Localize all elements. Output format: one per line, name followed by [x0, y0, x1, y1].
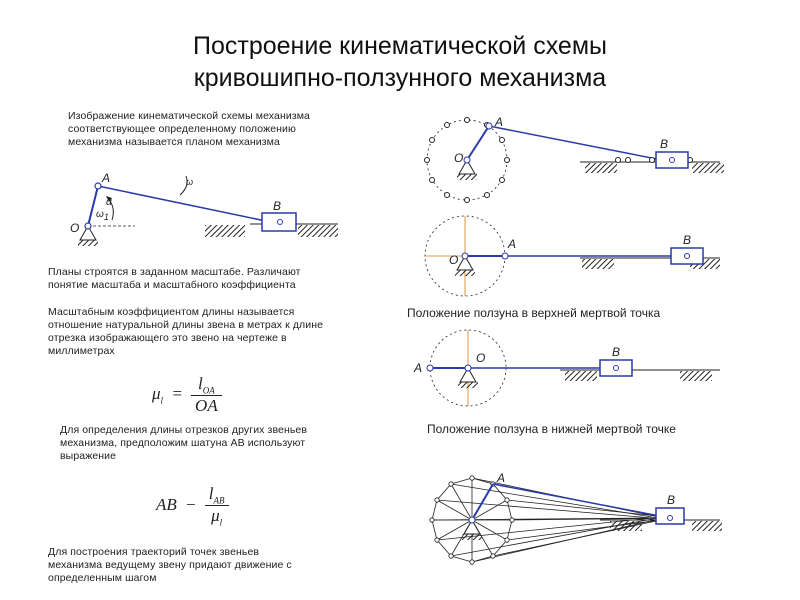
joint-o-2 — [461, 252, 469, 260]
label-b-4: B — [667, 493, 676, 507]
crank-oa-4 — [471, 483, 494, 521]
label-b-1: B — [660, 137, 669, 151]
ab-den-sub: l — [219, 517, 223, 528]
joint-o — [84, 222, 92, 230]
coef-text: Масштабным коэффициентом длины называетс… — [48, 306, 323, 358]
label-a-4: A — [497, 471, 506, 485]
ab-lhs: AB — [156, 494, 177, 514]
label-a: A — [102, 171, 111, 185]
scale-text: Планы строятся в заданном масштабе. Разл… — [48, 266, 301, 292]
joint-o-4 — [468, 516, 476, 524]
label-alpha: α — [106, 197, 112, 208]
ground-2 — [582, 259, 614, 269]
crank-oa-1 — [466, 125, 490, 161]
frac-den: OA — [195, 396, 218, 416]
traj-line: механизма ведущему звену придают движени… — [48, 559, 292, 571]
ground-1b — [692, 163, 724, 173]
formula-ab: AB − lAB μl — [156, 484, 229, 528]
title-line-2: кривошипно-ползунного механизма — [193, 64, 607, 92]
ab-den: μ — [211, 506, 220, 526]
label-a-2: A — [508, 237, 517, 251]
formula-mu-fraction: lOA OA — [191, 374, 222, 416]
label-omega1: ω1 — [96, 208, 109, 224]
label-b-2: B — [683, 233, 692, 247]
slide-title: Построение кинематической схемы кривошип… — [0, 30, 800, 94]
joint-a-1 — [485, 122, 493, 130]
joint-b-2 — [684, 253, 690, 259]
trajectory-text: Для построения траекторий точек звеньев … — [48, 546, 292, 585]
joint-b-3 — [613, 365, 619, 371]
omega-sym: ω — [96, 209, 104, 220]
rod-ab — [97, 185, 281, 225]
label-a-3: A — [414, 361, 423, 375]
rod-ab-4 — [492, 483, 671, 519]
scale-line: понятие масштаба и масштабного коэффицие… — [48, 279, 296, 291]
support-ground-3 — [458, 382, 478, 388]
joint-a-3 — [426, 364, 434, 372]
ground-3b — [680, 371, 712, 381]
ground-hatch — [298, 225, 338, 237]
support-ground-2 — [455, 270, 475, 276]
ab-num: l — [208, 484, 214, 503]
traj-line: Для построения траекторий точек звеньев — [48, 546, 260, 558]
ab-num-sub: AB — [213, 495, 225, 506]
other-line: механизма, предположим шатуна АВ использ… — [60, 437, 306, 449]
label-o-2: O — [449, 253, 459, 267]
joint-a-2 — [501, 252, 509, 260]
label-o-1: O — [454, 151, 464, 165]
title-line-1: Построение кинематической схемы — [193, 32, 607, 60]
other-links-text: Для определения длины отрезков других зв… — [60, 424, 307, 463]
joint-b-4 — [667, 515, 673, 521]
ground-2b — [690, 259, 720, 269]
label-b-3: B — [612, 345, 621, 359]
coef-line: отношение натуральной длины звена в метр… — [48, 319, 324, 331]
formula-ab-fraction: lAB μl — [204, 484, 229, 528]
intro-text: Изображение кинематической схемы механиз… — [68, 110, 310, 149]
ground-4b — [692, 521, 722, 531]
joint-o-3 — [464, 364, 472, 372]
frac-num: l — [198, 374, 203, 393]
label-b: B — [273, 199, 282, 213]
omega2-arc — [179, 175, 188, 196]
mu-sub: l — [160, 395, 164, 406]
caption-bottom-dead-point: Положение ползуна в нижней мертвой точке — [427, 422, 676, 436]
trajectory-points — [429, 475, 515, 565]
intro-line: механизма называется планом механизма — [68, 136, 280, 148]
coef-line: отрезка изображающего это звено на черте… — [48, 332, 287, 344]
mu-symbol: μ — [152, 384, 161, 404]
pivot-ground — [78, 240, 98, 246]
support-ground-1 — [457, 174, 477, 180]
label-o-3: O — [476, 351, 486, 365]
other-line: Для определения длины отрезков других зв… — [60, 424, 308, 436]
joint-o-1 — [463, 156, 471, 164]
other-line: выражение — [60, 450, 117, 462]
joint-b-1 — [669, 157, 675, 163]
label-omega2: ω — [186, 177, 194, 187]
rod-ab-1 — [488, 125, 673, 163]
coef-line: миллиметрах — [48, 345, 115, 357]
label-a-1: A — [495, 115, 504, 129]
joint-a — [94, 182, 102, 190]
ground-1 — [585, 163, 617, 173]
caption-top-dead-point: Положение ползуна в верхней мертвой точк… — [407, 306, 661, 320]
crank-oa — [87, 185, 99, 227]
ground-3 — [565, 371, 597, 381]
traj-line: определенным шагом — [48, 572, 157, 584]
intro-line: соответствующее определенному положению — [68, 123, 296, 135]
intro-line: Изображение кинематической схемы механиз… — [68, 110, 310, 122]
joint-b — [277, 219, 283, 225]
omega-arrow-icon — [106, 196, 112, 202]
omega-sub: 1 — [103, 212, 109, 222]
support-ground-4 — [462, 534, 482, 540]
coef-line: Масштабным коэффициентом длины называетс… — [48, 306, 295, 318]
scale-line: Планы строятся в заданном масштабе. Разл… — [48, 266, 301, 278]
ground-hatch — [205, 225, 245, 237]
ab-op: − — [185, 494, 197, 514]
formula-mu: μl = lOA OA — [152, 374, 222, 416]
label-o: O — [70, 221, 80, 235]
frac-num-sub: OA — [202, 385, 215, 396]
ground-4 — [610, 521, 642, 531]
